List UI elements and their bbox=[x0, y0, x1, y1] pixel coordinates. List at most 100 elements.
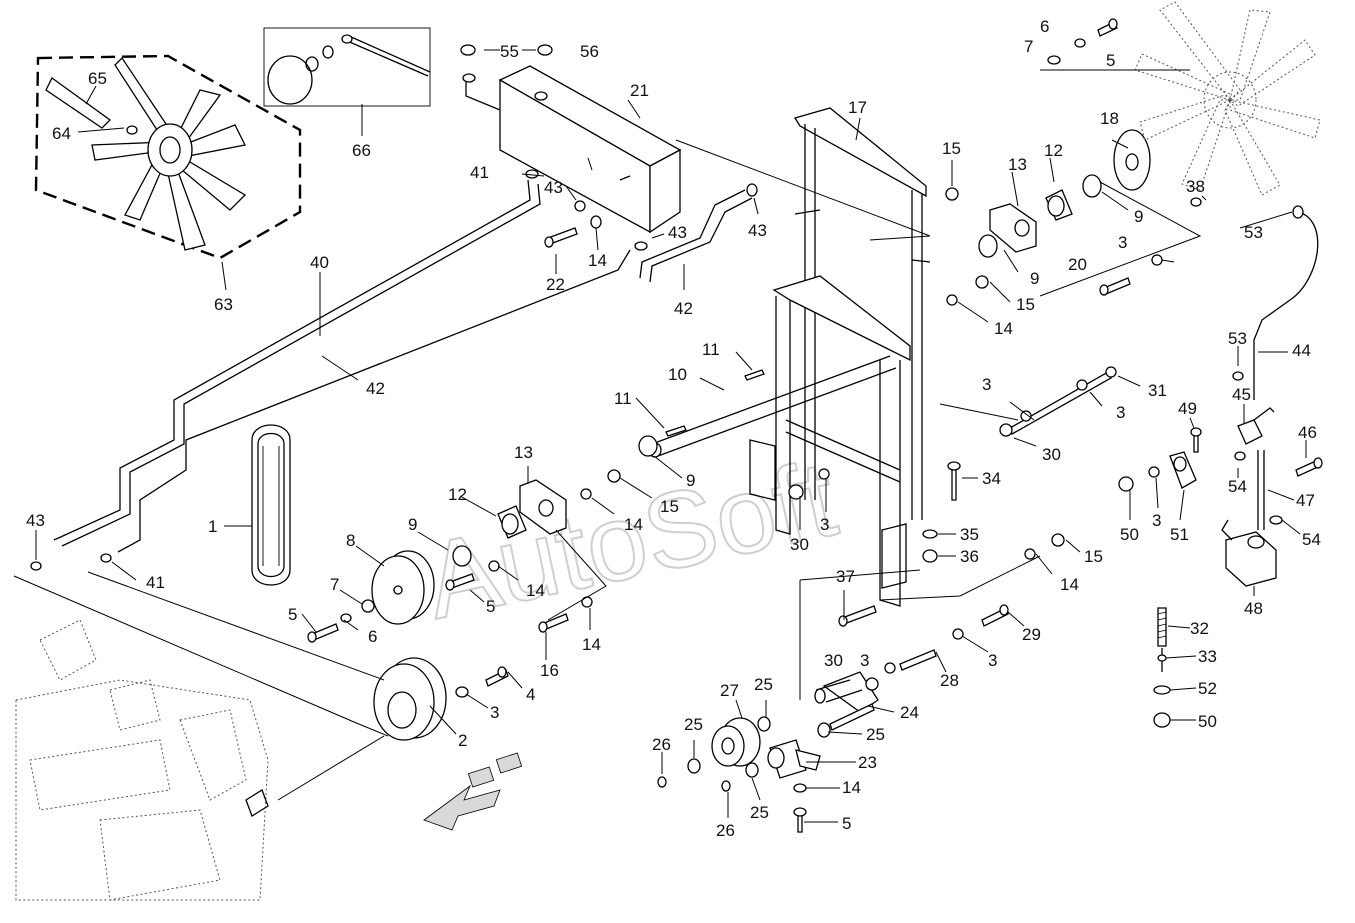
callout-66: 66 bbox=[352, 141, 371, 160]
bolt-49 bbox=[1190, 427, 1202, 453]
callout-43-top: 43 bbox=[544, 178, 563, 197]
callout-27: 27 bbox=[720, 681, 739, 700]
sensor-45 bbox=[1237, 407, 1275, 445]
washer-7-top bbox=[1047, 55, 1061, 65]
washer-14-left-b bbox=[488, 560, 500, 572]
callout-24: 24 bbox=[900, 703, 919, 722]
callout-6: 6 bbox=[1040, 17, 1049, 36]
nut-50-a bbox=[1118, 476, 1134, 492]
callout-3-stud: 3 bbox=[988, 651, 997, 670]
callout-14-right: 14 bbox=[994, 319, 1013, 338]
bearing-25-d bbox=[817, 722, 831, 738]
callout-47: 47 bbox=[1296, 491, 1315, 510]
callout-3-sensor: 3 bbox=[1152, 511, 1161, 530]
callout-43-b: 43 bbox=[668, 223, 687, 242]
key-11-b bbox=[665, 425, 687, 437]
callout-32: 32 bbox=[1190, 619, 1209, 638]
bearing-12-left bbox=[497, 505, 527, 539]
callout-18: 18 bbox=[1100, 109, 1119, 128]
seal-9-right-b bbox=[978, 234, 998, 258]
arm-24 bbox=[814, 671, 879, 713]
callout-55: 55 bbox=[500, 42, 519, 61]
callout-52: 52 bbox=[1198, 679, 1217, 698]
callout-65: 65 bbox=[88, 69, 107, 88]
rod-47 bbox=[1257, 450, 1265, 530]
callout-labels: 55 56 21 17 6 5 7 18 12 13 15 38 9 3 20 … bbox=[26, 17, 1321, 840]
bolt-22 bbox=[544, 227, 578, 248]
callout-5-left-a: 5 bbox=[486, 597, 495, 616]
callout-44: 44 bbox=[1292, 341, 1311, 360]
callout-12-right: 12 bbox=[1044, 141, 1063, 160]
sensor-cable-44 bbox=[1253, 211, 1319, 400]
stud-28 bbox=[899, 649, 937, 671]
callout-25-d: 25 bbox=[866, 725, 885, 744]
callout-7-top: 7 bbox=[1024, 37, 1033, 56]
washer-3-lower bbox=[884, 662, 896, 674]
bolt-34 bbox=[947, 461, 961, 501]
callout-45: 45 bbox=[1232, 385, 1251, 404]
bolt-29 bbox=[981, 604, 1009, 627]
bearing-25-a bbox=[757, 716, 771, 732]
clip-54-b bbox=[1269, 515, 1283, 525]
callout-5-left-b: 5 bbox=[288, 605, 297, 624]
callout-23: 23 bbox=[858, 753, 877, 772]
washer-35 bbox=[922, 529, 938, 539]
callout-13-left: 13 bbox=[514, 443, 533, 462]
ring-43-b bbox=[634, 241, 648, 251]
callout-41-left: 41 bbox=[146, 573, 165, 592]
bolt-16 bbox=[538, 613, 569, 633]
bolt-4 bbox=[485, 666, 509, 687]
callout-1: 1 bbox=[208, 517, 217, 536]
ring-41-top bbox=[525, 169, 539, 179]
washer-6-left bbox=[340, 613, 352, 623]
grommet-53-b bbox=[1232, 371, 1244, 381]
seal-9-left-a bbox=[452, 545, 472, 567]
callout-14-left-c: 14 bbox=[582, 635, 601, 654]
callout-36: 36 bbox=[960, 547, 979, 566]
key-11-a bbox=[744, 369, 765, 381]
callout-54-a: 54 bbox=[1228, 477, 1247, 496]
fan-blades-right bbox=[1134, 1, 1321, 196]
callout-25-a: 25 bbox=[754, 675, 773, 694]
callout-54-b: 54 bbox=[1302, 530, 1321, 549]
callout-51: 51 bbox=[1170, 525, 1189, 544]
callout-34: 34 bbox=[982, 469, 1001, 488]
clip-54-a bbox=[1234, 451, 1246, 461]
bearing-12-right bbox=[1045, 189, 1073, 221]
callout-42-long: 42 bbox=[366, 379, 385, 398]
washer-14-left-c bbox=[581, 596, 593, 608]
callout-53-b: 53 bbox=[1228, 329, 1247, 348]
nut-15-left bbox=[607, 469, 621, 483]
washer-43-tank bbox=[574, 200, 586, 212]
callout-15-top: 15 bbox=[942, 139, 961, 158]
callout-49: 49 bbox=[1178, 399, 1197, 418]
callout-29: 29 bbox=[1022, 625, 1041, 644]
callout-48: 48 bbox=[1244, 599, 1263, 618]
callout-43-left: 43 bbox=[26, 511, 45, 530]
callout-7-left: 7 bbox=[330, 575, 339, 594]
callout-15-lowright: 15 bbox=[1084, 547, 1103, 566]
callout-26-a: 26 bbox=[652, 735, 671, 754]
clip-38 bbox=[1190, 197, 1202, 207]
callout-9-left-b: 9 bbox=[686, 471, 695, 490]
callout-16: 16 bbox=[540, 661, 559, 680]
callout-43-c: 43 bbox=[748, 221, 767, 240]
watermark-text: AutoSoft bbox=[415, 437, 845, 641]
bolt-5-top bbox=[1097, 18, 1118, 37]
washer-14-right bbox=[946, 294, 958, 306]
callout-50-b: 50 bbox=[1198, 712, 1217, 731]
callout-40: 40 bbox=[310, 253, 329, 272]
callout-9-left: 9 bbox=[408, 515, 417, 534]
washer-3-pulley bbox=[455, 686, 469, 698]
callout-42-upper: 42 bbox=[674, 299, 693, 318]
callout-11-a: 11 bbox=[702, 340, 720, 359]
crank-pulley-2 bbox=[373, 657, 447, 741]
spring-32 bbox=[1157, 607, 1167, 647]
bracket-23 bbox=[767, 739, 821, 779]
callout-53-top: 53 bbox=[1244, 223, 1263, 242]
callout-14-left-b: 14 bbox=[526, 581, 545, 600]
washer-3-right bbox=[1151, 254, 1163, 266]
callout-5-bottom: 5 bbox=[842, 814, 851, 833]
seal-kit-inset bbox=[263, 27, 431, 107]
